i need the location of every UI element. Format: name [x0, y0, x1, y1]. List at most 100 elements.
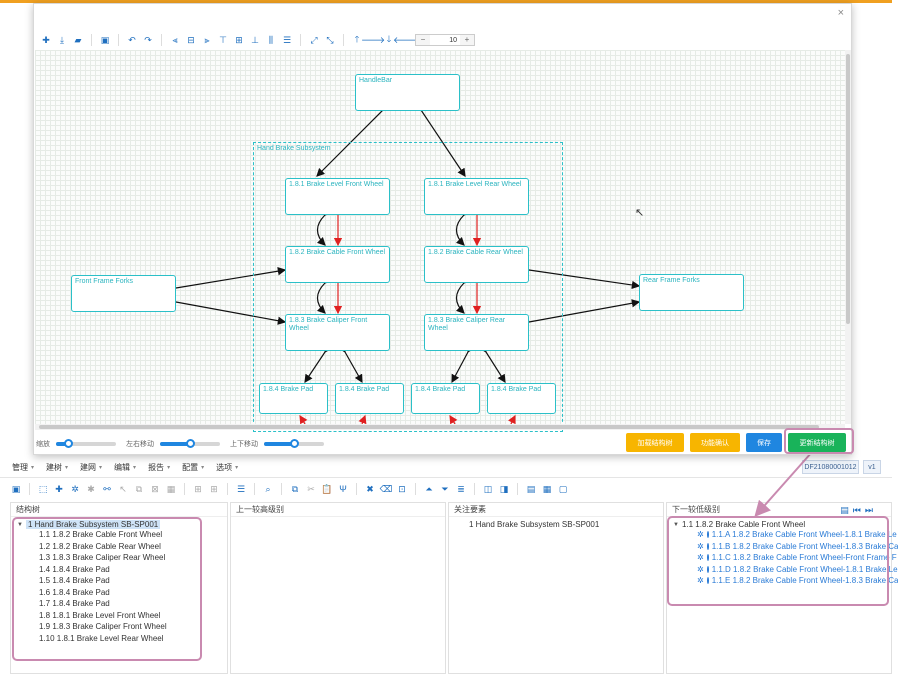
box-icon[interactable]: ▦: [166, 483, 176, 494]
gear-icon[interactable]: ✲: [697, 530, 704, 539]
grid-icon[interactable]: ⊞: [194, 483, 202, 494]
split-view-icon[interactable]: ◫: [483, 483, 493, 494]
lower-tree-item-label[interactable]: 1.1.B 1.8.2 Brake Cable Front Wheel-1.8.…: [711, 541, 898, 551]
node-brake-cable-front[interactable]: 1.8.2 Brake Cable Front Wheel: [285, 246, 390, 283]
arrow-right-icon[interactable]: 🡒: [360, 34, 386, 45]
node-handlebar[interactable]: HandleBar: [355, 74, 460, 111]
horizontal-scrollbar[interactable]: [35, 424, 845, 430]
redo-icon[interactable]: ↷: [144, 34, 152, 45]
lower-tree-item-label[interactable]: 1.1.A 1.8.2 Brake Cable Front Wheel-1.8.…: [711, 530, 897, 539]
focus-item[interactable]: 1 Hand Brake Subsystem SB-SP001: [469, 520, 600, 529]
download-icon[interactable]: ⤓: [60, 34, 64, 45]
distribute-v-icon[interactable]: ☰: [282, 34, 292, 45]
grid2-icon[interactable]: ⊞: [210, 483, 218, 494]
menu-options[interactable]: 选项▾: [216, 463, 239, 472]
horizontal-move-slider[interactable]: [160, 439, 220, 448]
eraser-icon[interactable]: ⌫: [379, 483, 393, 494]
tree-item[interactable]: 1.5 1.8.4 Brake Pad: [39, 576, 110, 585]
load-tree-button[interactable]: 加载结构树: [626, 433, 684, 452]
expand-down-icon[interactable]: ⏷: [441, 483, 449, 494]
link-icon[interactable]: ⚯: [103, 483, 111, 494]
document-id-badge[interactable]: DF21080001012: [802, 460, 859, 474]
confirm-function-button[interactable]: 功能确认: [690, 433, 740, 452]
gear-icon[interactable]: ✲: [697, 576, 704, 585]
lower-tree-item[interactable]: ✲ 1.1.A 1.8.2 Brake Cable Front Wheel-1.8…: [667, 529, 897, 541]
arrow-down-icon[interactable]: 🡓: [386, 34, 392, 44]
slider-knob[interactable]: [64, 439, 73, 448]
table-grid-icon[interactable]: ▦: [542, 483, 552, 494]
close-icon[interactable]: ×: [837, 7, 844, 19]
align-left-icon[interactable]: ⫷: [172, 34, 178, 45]
node-brake-caliper-front[interactable]: 1.8.3 Brake Caliper Front Wheel: [285, 314, 390, 351]
lower-root-label[interactable]: 1.1 1.8.2 Brake Cable Front Wheel: [681, 520, 806, 529]
lower-tree-item[interactable]: ✲1.1.C 1.8.2 Brake Cable Front Wheel-Fro…: [667, 552, 897, 564]
node-brake-pad[interactable]: 1.8.4 Brake Pad: [411, 383, 480, 414]
gear-icon[interactable]: ✲: [697, 541, 704, 551]
lower-tree-item-label[interactable]: 1.1.D 1.8.2 Brake Cable Front Wheel-1.8.…: [711, 564, 898, 574]
update-tree-button[interactable]: 更新结构树: [788, 433, 846, 452]
align-middle-icon[interactable]: ⊞: [235, 34, 243, 45]
menu-edit[interactable]: 编辑▾: [114, 463, 137, 472]
puzzle-icon[interactable]: ✚: [42, 34, 50, 45]
save-button[interactable]: 保存: [746, 433, 782, 452]
tree-item[interactable]: 1.8 1.8.1 Brake Level Front Wheel: [39, 610, 161, 620]
window-icon[interactable]: ▣: [11, 483, 21, 494]
radio-circle-icon[interactable]: [706, 565, 709, 573]
tree-item[interactable]: 1.4 1.8.4 Brake Pad: [39, 564, 110, 574]
paste-icon[interactable]: 📋: [321, 483, 333, 494]
radio-circle-icon[interactable]: [706, 531, 709, 539]
panel-icon[interactable]: ▢: [558, 483, 568, 494]
shrink-icon[interactable]: ⤡: [326, 34, 334, 45]
radio-circle-icon[interactable]: [706, 577, 709, 585]
folder-icon[interactable]: ▰: [74, 34, 82, 45]
slider-knob[interactable]: [186, 439, 195, 448]
node-brake-pad[interactable]: 1.8.4 Brake Pad: [335, 383, 404, 414]
asterisk-icon[interactable]: ✱: [87, 483, 95, 494]
align-right-icon[interactable]: ⫸: [204, 34, 210, 45]
collapse-up-icon[interactable]: ⏶: [425, 483, 433, 494]
version-badge[interactable]: v1: [863, 460, 881, 474]
node-brake-level-front[interactable]: 1.8.1 Brake Level Front Wheel: [285, 178, 390, 215]
tree-item[interactable]: 1.9 1.8.3 Brake Caliper Front Wheel: [39, 622, 167, 631]
gear-icon[interactable]: ✲: [697, 553, 704, 562]
table-icon[interactable]: ▤: [840, 505, 853, 515]
menu-report[interactable]: 报告▾: [148, 463, 171, 472]
lower-tree-item[interactable]: ✲ 1.1.B 1.8.2 Brake Cable Front Wheel-1.8…: [667, 541, 898, 553]
node-brake-pad[interactable]: 1.8.4 Brake Pad: [487, 383, 556, 414]
node-rear-frame-forks[interactable]: Rear Frame Forks: [639, 274, 744, 311]
gear-icon[interactable]: ✲: [697, 564, 704, 574]
arrow-up-icon[interactable]: 🡑: [354, 34, 360, 44]
align-top-icon[interactable]: ⊤: [219, 34, 227, 45]
vertical-scrollbar[interactable]: [845, 50, 851, 424]
copy-doc-icon[interactable]: ⧉: [291, 483, 299, 494]
tree-root-node[interactable]: ▼ 1 Hand Brake Subsystem SB-SP001: [11, 517, 227, 529]
align-center-icon[interactable]: ⊟: [187, 34, 195, 45]
split-view2-icon[interactable]: ◨: [499, 483, 509, 494]
delete-box-icon[interactable]: ⊠: [151, 483, 159, 494]
gear-icon[interactable]: ✲: [71, 483, 79, 494]
tree-item[interactable]: 1.3 1.8.3 Brake Caliper Rear Wheel: [39, 553, 166, 562]
last-page-icon[interactable]: ⏭: [864, 505, 877, 515]
scroll-thumb[interactable]: [39, 425, 819, 429]
diagram-canvas[interactable]: Hand Brake Subsystem HandleBar 1.8.1 Bra…: [35, 50, 845, 432]
caret-down-icon[interactable]: ▼: [17, 521, 23, 528]
increment-button[interactable]: +: [460, 35, 474, 45]
table-icon[interactable]: ▤: [526, 483, 536, 494]
tree-root-label[interactable]: 1 Hand Brake Subsystem SB-SP001: [25, 520, 161, 529]
menu-build-tree[interactable]: 建树▾: [46, 463, 69, 472]
lower-tree-item[interactable]: ✲ 1.1.D 1.8.2 Brake Cable Front Wheel-1.8…: [667, 564, 898, 576]
caret-down-icon[interactable]: ▼: [673, 521, 679, 528]
image-icon[interactable]: ▣: [100, 34, 110, 45]
select-frame-icon[interactable]: ⬚: [38, 483, 48, 494]
node-brake-cable-rear[interactable]: 1.8.2 Brake Cable Rear Wheel: [424, 246, 529, 283]
undo-icon[interactable]: ↶: [128, 34, 136, 45]
node-brake-pad[interactable]: 1.8.4 Brake Pad: [259, 383, 328, 414]
distribute-h-icon[interactable]: ⫼: [268, 34, 274, 45]
radio-circle-icon[interactable]: [706, 542, 709, 550]
copy-icon[interactable]: ⧉: [135, 483, 143, 494]
numbered-list-icon[interactable]: ≣: [457, 483, 465, 494]
tree-item[interactable]: 1.10 1.8.1 Brake Level Rear Wheel: [39, 633, 164, 643]
menu-build-net[interactable]: 建网▾: [80, 463, 103, 472]
menu-manage[interactable]: 管理▾: [12, 463, 35, 472]
scroll-thumb[interactable]: [846, 54, 850, 324]
